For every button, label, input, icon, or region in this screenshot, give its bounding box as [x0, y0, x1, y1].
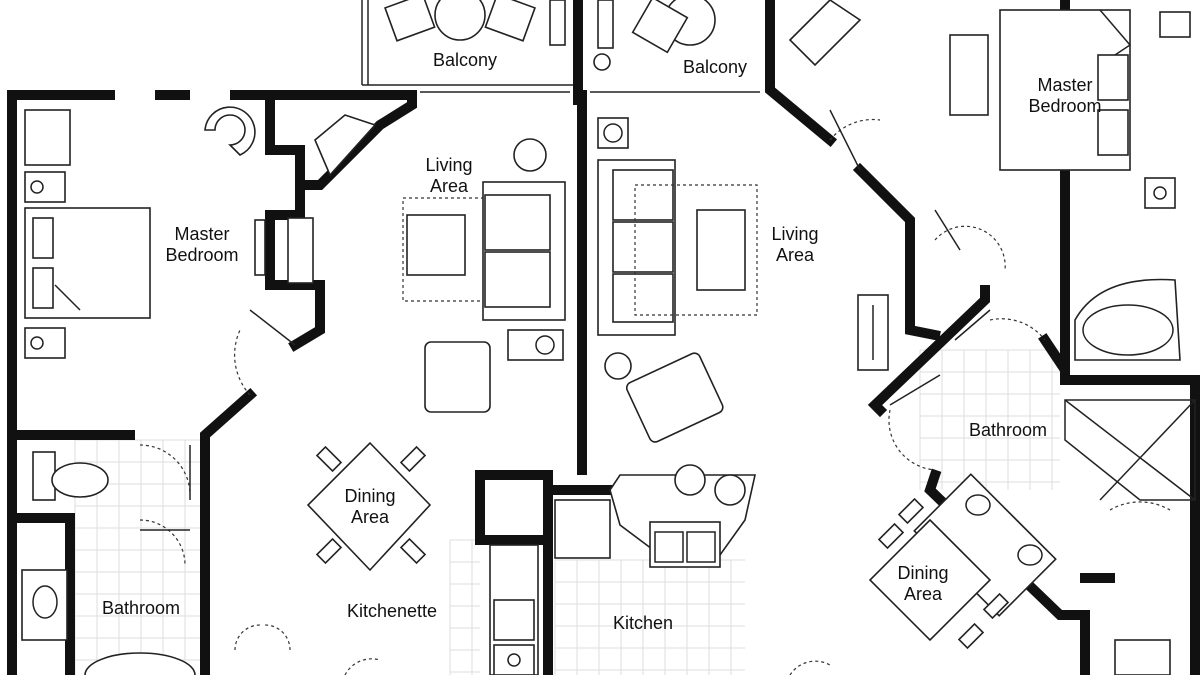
label-line: Area [775, 245, 815, 265]
room-label-bathroom-right: Bathroom [968, 420, 1048, 440]
furniture [21, 0, 1196, 675]
room-label-bathroom-left: Bathroom [101, 598, 181, 618]
label-line: Living [771, 224, 819, 244]
label-line: Area [903, 584, 943, 604]
doors [139, 109, 1171, 675]
label-line: Living [425, 155, 473, 175]
label-line: Area [350, 507, 390, 527]
label-line: Dining [897, 563, 949, 583]
room-label-kitchenette: Kitchenette [346, 601, 438, 621]
balcony-railings [361, 0, 769, 93]
label-line: Master [174, 224, 230, 244]
room-label-balcony-left: Balcony [432, 50, 498, 70]
label-line: Area [429, 176, 469, 196]
room-label-kitchen: Kitchen [612, 613, 674, 633]
label-line: Master [1037, 75, 1093, 95]
label-line: Dining [344, 486, 396, 506]
walls [7, 0, 1200, 675]
tile-floors [74, 349, 1060, 675]
label-line: Bedroom [165, 245, 239, 265]
label-line: Bedroom [1028, 96, 1102, 116]
room-label-balcony-right: Balcony [682, 57, 748, 77]
